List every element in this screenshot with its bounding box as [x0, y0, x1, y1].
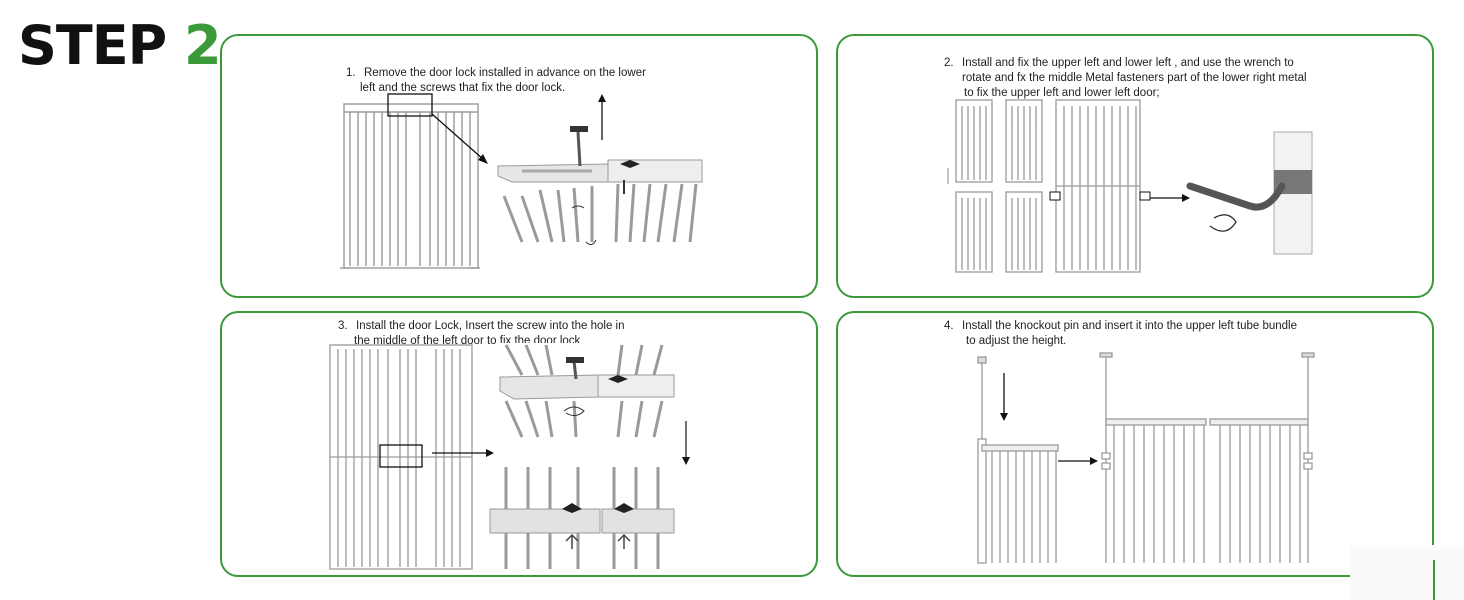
instruction-line: Remove the door lock installed in advanc…	[364, 67, 646, 79]
illustration-remove-door-lock	[340, 93, 703, 269]
gate-left-door-icon	[340, 103, 480, 269]
instruction-line: to adjust the height.	[966, 335, 1067, 347]
pointer-arrow	[431, 113, 485, 161]
illustration-install-upper-lower	[947, 99, 1313, 273]
highlight-box	[387, 93, 433, 117]
step-panel-4: 4. Install the knockout pin and insert it…	[836, 311, 1434, 577]
step-word: STEP	[18, 14, 167, 77]
instruction-text: 4. Install the knockout pin and insert it…	[944, 319, 1404, 349]
wrench-fastener-detail	[1186, 131, 1313, 255]
instruction-line: rotate and fx the middle Metal fasteners…	[962, 72, 1307, 84]
fastener-marker	[1049, 191, 1061, 201]
instruction-line: left and the screws that fix the door lo…	[360, 82, 566, 94]
door-lock-detail	[496, 126, 703, 246]
adjusted-gate-icon	[1099, 352, 1315, 563]
instruction-line: Install and fix the upper left and lower…	[962, 57, 1294, 69]
instruction-line: Install the door Lock, Insert the screw …	[356, 320, 625, 332]
instruction-number: 4.	[944, 320, 954, 332]
fastener-marker	[1139, 191, 1151, 201]
instruction-number: 3.	[338, 320, 348, 332]
lock-detail-top	[498, 343, 675, 439]
illustration-knockout-pin	[977, 352, 1315, 564]
gate-full-icon	[329, 344, 473, 570]
step-number: 2	[184, 14, 222, 77]
arrow-head	[1182, 194, 1190, 202]
gate-panels-icon	[955, 99, 1141, 273]
lock-detail-bottom	[489, 467, 675, 569]
instruction-text: 1. Remove the door lock installed in adva…	[346, 66, 786, 96]
arrow-head	[478, 154, 488, 164]
arrow-head	[598, 94, 606, 102]
step-panel-3: 3. Install the door Lock, Insert the scre…	[220, 311, 818, 577]
arrow-head	[486, 449, 494, 457]
instruction-number: 1.	[346, 67, 356, 79]
arrow-head	[1090, 457, 1098, 465]
instruction-line: to fix the upper left and lower left doo…	[964, 87, 1160, 99]
short-gate-icon	[981, 444, 1059, 563]
edge-divider	[1433, 560, 1435, 600]
step-title: STEP 2	[18, 14, 222, 77]
instruction-number: 2.	[944, 57, 954, 69]
instruction-text: 2. Install and fix the upper left and low…	[944, 56, 1424, 101]
step-panel-1: 1. Remove the door lock installed in adva…	[220, 34, 818, 298]
instruction-line: Install the knockout pin and insert it i…	[962, 320, 1297, 332]
arrow-head	[1000, 413, 1008, 421]
illustration-install-door-lock	[329, 343, 690, 570]
highlight-box	[379, 444, 423, 468]
knockout-pin-icon	[977, 356, 987, 564]
step-panel-2: 2. Install and fix the upper left and low…	[836, 34, 1434, 298]
arrow-head	[682, 457, 690, 465]
corner-blank	[1350, 545, 1464, 600]
